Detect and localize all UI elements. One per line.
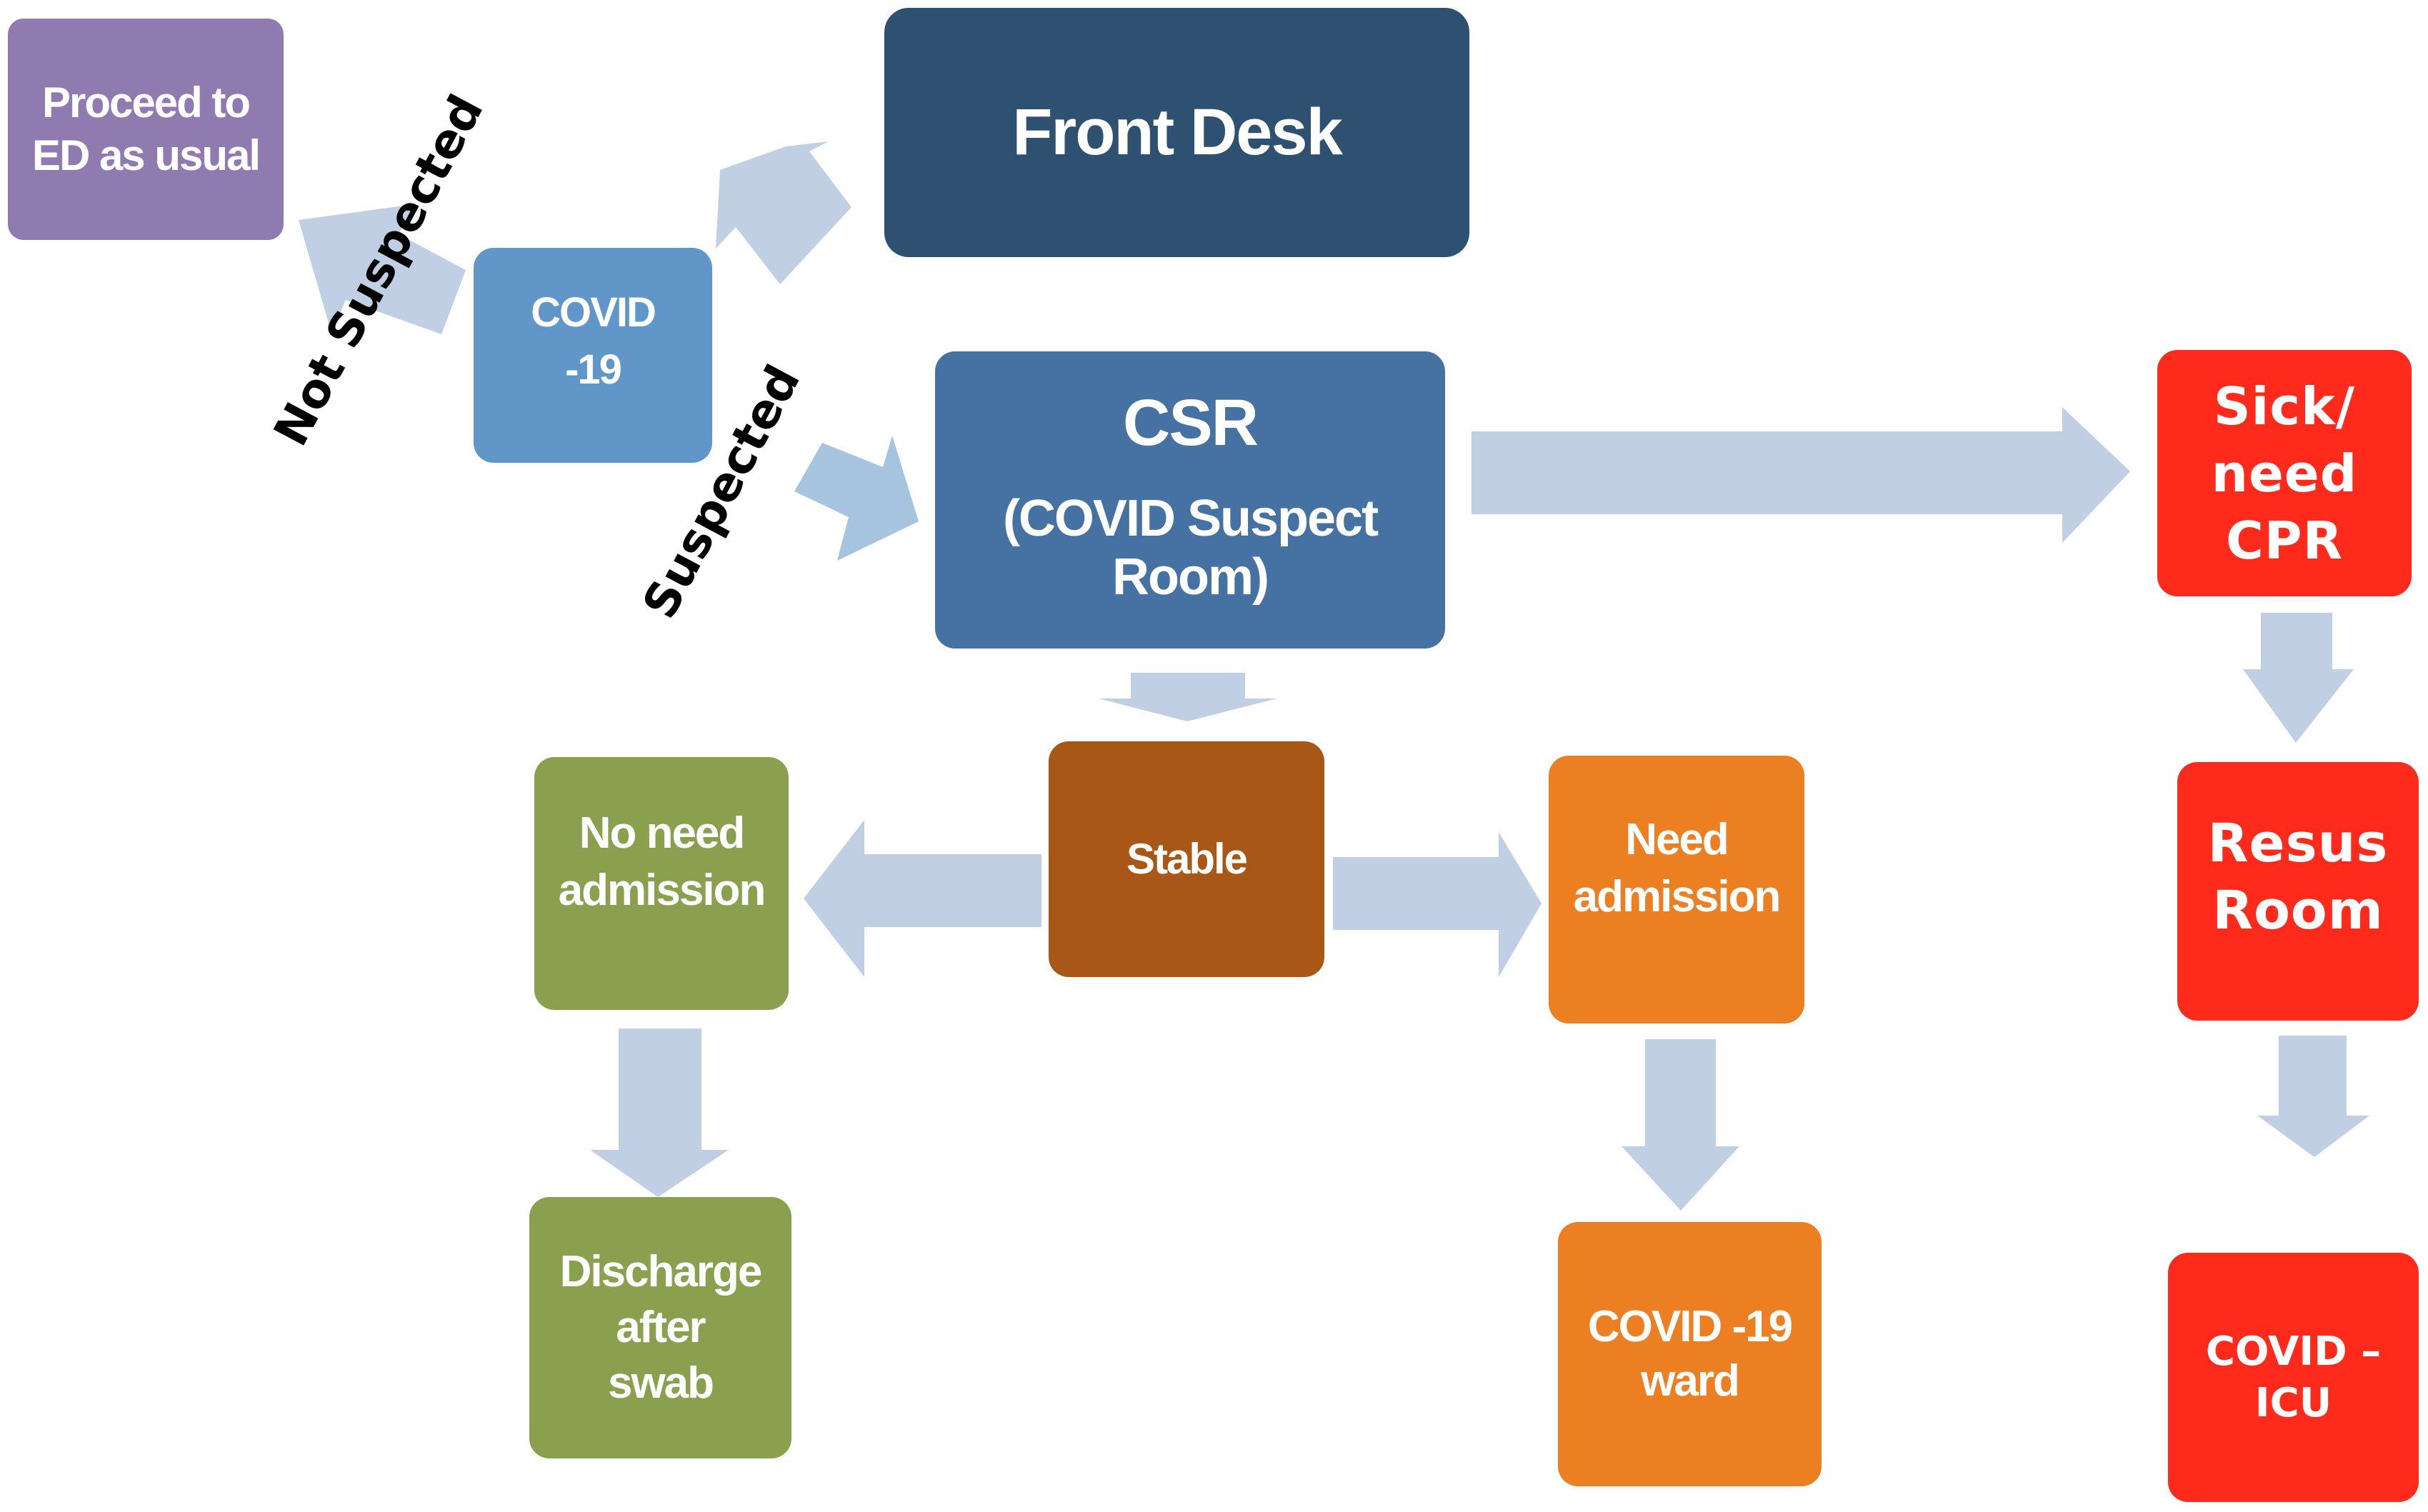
node-text: admission: [1573, 871, 1782, 921]
arrow-csr-to-sick: [1472, 407, 2130, 543]
node-text: COVID: [531, 289, 656, 336]
node-text: admission: [558, 866, 766, 915]
arrow-stable-to-noneed: [804, 820, 1041, 977]
arrow-covid-to-proceed: [299, 204, 466, 334]
node-text: ward: [1641, 1356, 1740, 1406]
node-text: Discharge: [559, 1247, 763, 1296]
node-text: Room: [2212, 880, 2384, 941]
arrow-stable-to-need: [1333, 832, 1542, 977]
node-text: No need: [579, 808, 746, 858]
node-title: CSR: [1122, 386, 1259, 459]
node-text: after: [616, 1303, 706, 1352]
node-text: need: [2211, 443, 2358, 504]
arrow-resus-to-icu: [2257, 1036, 2369, 1157]
arrow-need-to-ward: [1622, 1039, 1739, 1211]
arrow-covid-to-csr: [794, 436, 919, 561]
node-text: swab: [607, 1358, 714, 1408]
node-text: Stable: [1126, 835, 1248, 883]
arrow-frontdesk-to-covid: [716, 141, 851, 284]
node-covid19-ward: COVID -19 ward: [1558, 1222, 1822, 1486]
node-text: Resus: [2207, 813, 2389, 874]
node-text: Need: [1625, 814, 1729, 864]
node-text: (COVID Suspect: [1002, 490, 1379, 547]
node-text: Proceed to: [41, 79, 251, 126]
node-text: CPR: [2225, 510, 2344, 571]
node-text: Sick/: [2213, 376, 2356, 436]
arrow-csr-to-stable: [1099, 673, 1277, 721]
node-no-need-admission: No need admission: [534, 757, 789, 1010]
node-resus-room: Resus Room: [2177, 762, 2419, 1021]
node-covid-icu: COVID – ICU: [2168, 1253, 2419, 1502]
node-text: Front Desk: [1012, 96, 1343, 169]
node-discharge-after-swab: Discharge after swab: [529, 1197, 791, 1458]
node-text: -19: [565, 346, 622, 393]
node-covid19: COVID -19: [474, 248, 712, 463]
arrow-noneed-to-discharge: [590, 1028, 729, 1197]
node-text: ED as usual: [31, 131, 261, 179]
node-text: COVID –: [2205, 1328, 2382, 1375]
node-front-desk: Front Desk: [884, 8, 1469, 257]
node-proceed-to-ed: Proceed to ED as usual: [8, 19, 284, 240]
node-need-admission: Need admission: [1549, 756, 1804, 1023]
arrow-sick-to-resus: [2243, 613, 2354, 743]
node-text: COVID -19: [1587, 1302, 1793, 1351]
node-text: ICU: [2254, 1379, 2332, 1426]
node-sick-need-cpr: Sick/ need CPR: [2157, 350, 2412, 596]
node-stable: Stable: [1049, 741, 1324, 977]
node-csr: CSR (COVID Suspect Room): [935, 351, 1445, 649]
node-text: Room): [1112, 549, 1269, 606]
